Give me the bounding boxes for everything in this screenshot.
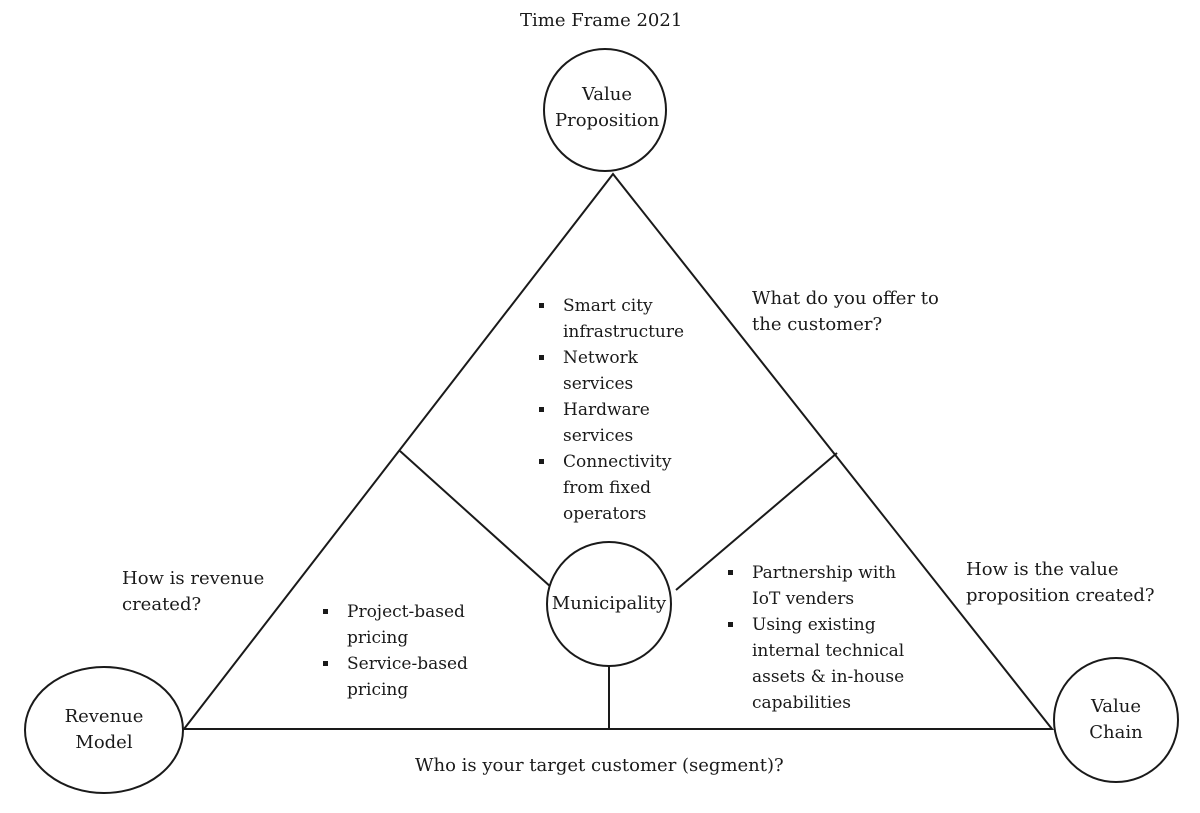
question-how-line1: How is the value: [966, 559, 1119, 580]
question-what-line2: the customer?: [752, 314, 883, 335]
question-how-line2: proposition created?: [966, 585, 1155, 606]
value-proposition-circle: [543, 48, 667, 172]
revenue-item: Service-based pricing: [321, 651, 468, 703]
offer-list: Smart city infrastructure Network servic…: [537, 293, 684, 527]
diagram-title: Time Frame 2021: [520, 10, 683, 31]
value-chain-label-line1: Value: [1090, 696, 1142, 717]
triangle-outline: [181, 172, 1055, 730]
value-chain-item-line: IoT venders: [752, 589, 855, 609]
value-chain-item-line: assets & in-house: [752, 667, 905, 687]
question-who: Who is your target customer (segment)?: [415, 755, 784, 776]
divider-right: [675, 452, 838, 591]
offer-item: Network services: [537, 345, 684, 397]
value-chain-circle: [1053, 657, 1179, 783]
offer-item-line: operators: [563, 504, 647, 524]
revenue-item-line: Service-based: [347, 654, 468, 674]
revenue-item: Project-based pricing: [321, 599, 468, 651]
offer-item-line: services: [563, 426, 634, 446]
municipality-circle: [546, 541, 672, 667]
revenue-model-circle: [24, 666, 184, 794]
value-chain-item-line: internal technical: [752, 641, 905, 661]
revenue-item-line: pricing: [347, 628, 409, 648]
revenue-model-label-line2: Model: [75, 732, 133, 753]
question-revenue: How is revenue created?: [122, 566, 264, 618]
value-chain-item-line: Using existing: [752, 615, 876, 635]
offer-item: Hardware services: [537, 397, 684, 449]
offer-item-line: services: [563, 374, 634, 394]
question-revenue-line1: How is revenue: [122, 568, 265, 589]
offer-item-line: Connectivity: [563, 452, 672, 472]
question-revenue-line2: created?: [122, 594, 202, 615]
revenue-model-label-line1: Revenue: [64, 706, 144, 727]
value-chain-label: Value Chain: [1066, 694, 1166, 746]
revenue-model-label: Revenue Model: [44, 704, 164, 756]
offer-item-line: Network: [563, 348, 638, 368]
revenue-item-line: pricing: [347, 680, 409, 700]
value-chain-item: Using existing internal technical assets…: [726, 612, 904, 716]
offer-item: Connectivity from fixed operators: [537, 449, 684, 527]
offer-item: Smart city infrastructure: [537, 293, 684, 345]
question-what-line1: What do you offer to: [752, 288, 939, 309]
offer-item-line: Hardware: [563, 400, 650, 420]
value-proposition-label-line1: Value: [581, 84, 633, 105]
question-how: How is the value proposition created?: [966, 557, 1155, 609]
value-chain-list: Partnership with IoT venders Using exist…: [726, 560, 904, 716]
question-what: What do you offer to the customer?: [752, 286, 939, 338]
value-chain-label-line2: Chain: [1089, 722, 1143, 743]
revenue-list: Project-based pricing Service-based pric…: [321, 599, 468, 703]
offer-item-line: from fixed: [563, 478, 652, 498]
value-proposition-label: Value Proposition: [555, 82, 659, 134]
revenue-item-line: Project-based: [347, 602, 465, 622]
value-proposition-label-line2: Proposition: [555, 110, 660, 131]
offer-item-line: Smart city: [563, 296, 653, 316]
municipality-label: Municipality: [551, 593, 667, 614]
value-chain-item-line: capabilities: [752, 693, 851, 713]
value-chain-item: Partnership with IoT venders: [726, 560, 904, 612]
value-chain-item-line: Partnership with: [752, 563, 897, 583]
offer-item-line: infrastructure: [563, 322, 685, 342]
divider-left: [399, 450, 553, 589]
